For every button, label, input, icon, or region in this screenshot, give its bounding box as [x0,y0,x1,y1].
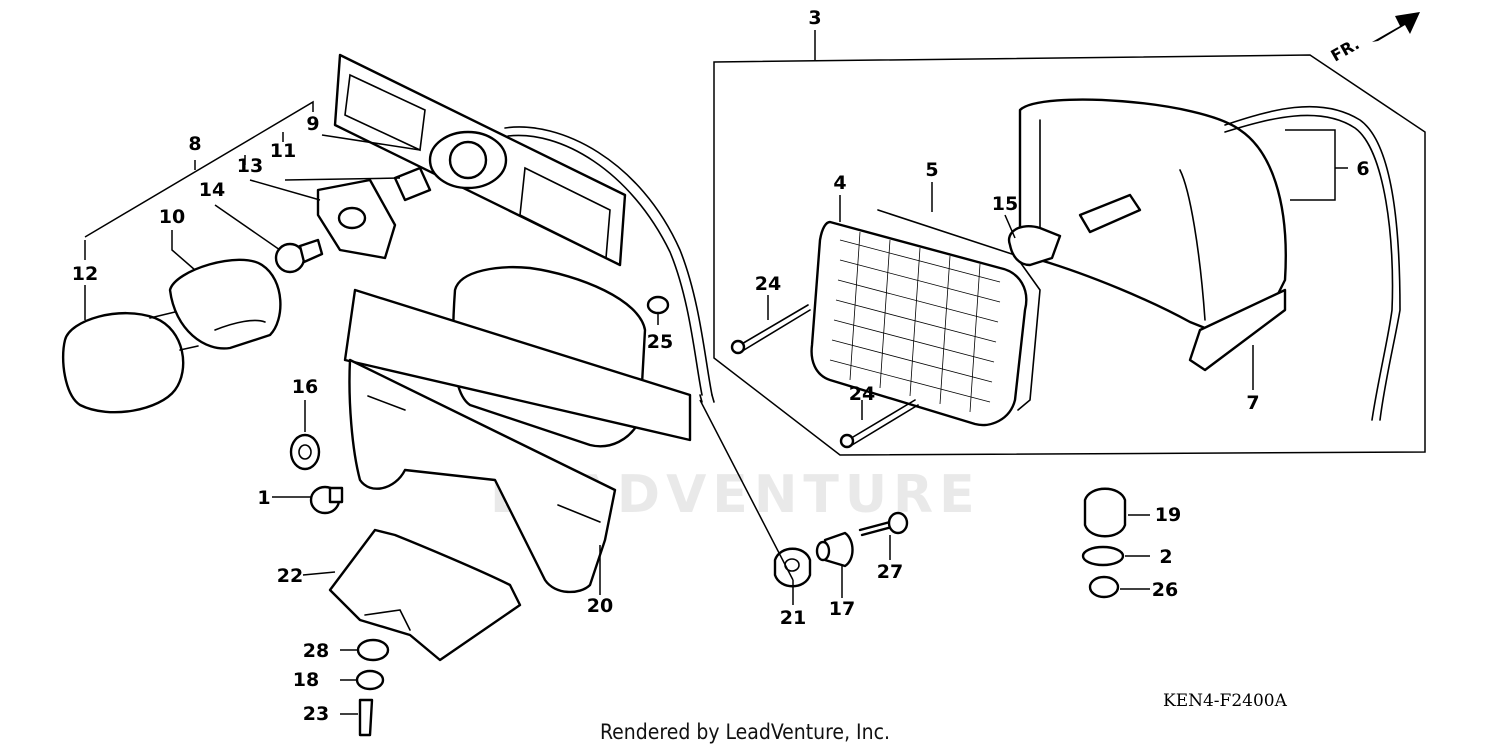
callout-14: 14 [199,179,225,201]
callout-5: 5 [925,159,938,181]
callout-1: 1 [257,487,270,509]
grommet-21 [773,547,812,588]
screw-24-lower [839,399,919,449]
front-arrow-icon [1372,12,1420,42]
callout-labels: 1 2 3 4 5 6 7 8 9 10 11 12 13 14 15 16 1… [72,7,1370,725]
screw-24-upper [730,304,811,355]
front-direction-arrow: FR. [1328,12,1420,65]
socket-gasket [316,178,397,260]
callout-24-upper: 24 [755,273,781,295]
direction-label: FR. [1328,34,1363,65]
callout-9: 9 [306,113,319,135]
grommet-19 [1083,487,1127,538]
callout-21: 21 [780,607,806,629]
callout-6: 6 [1356,158,1369,180]
callout-4: 4 [833,172,846,194]
bulb-socket-6 [1078,193,1142,234]
render-credit: Rendered by LeadVenture, Inc. [600,720,890,744]
bolt-1 [309,485,344,515]
diagram-code: KEN4-F2400A [1163,691,1288,711]
callout-22: 22 [277,565,303,587]
wire-harness-6 [1224,105,1401,421]
rear-reflector-bracket [333,53,715,403]
callout-8: 8 [188,133,201,155]
callout-3: 3 [808,7,821,29]
callout-10: 10 [159,206,185,228]
lower-cover [328,528,522,662]
callout-16: 16 [292,376,318,398]
tail-bulb [274,238,324,274]
callout-2: 2 [1159,546,1172,568]
callout-20: 20 [587,595,613,617]
nut-26 [1088,575,1120,599]
collar-17 [815,531,854,568]
lamp-lens-12 [61,311,199,414]
callout-18: 18 [293,669,319,691]
screw-27 [858,511,909,537]
tail-bulb-15 [1007,225,1062,267]
lamp-housing-10 [168,258,282,350]
callout-11: 11 [270,140,296,162]
bulb-socket [393,166,432,202]
callout-28: 28 [303,640,329,662]
lens-grid [829,231,1001,413]
screw-25 [646,295,670,315]
callout-15: 15 [992,193,1018,215]
tail-light-assembly-box [713,54,1426,456]
nut-28 [356,638,390,662]
grommet-16 [289,433,321,471]
callout-17: 17 [829,598,855,620]
collar-18 [355,669,385,691]
callout-26: 26 [1152,579,1178,601]
tail-light-lens [810,209,1041,427]
callout-23: 23 [303,703,329,725]
callout-19: 19 [1155,504,1181,526]
callout-27: 27 [877,561,903,583]
bolt-23 [358,698,374,737]
callout-24-lower: 24 [849,383,875,405]
callout-13: 13 [237,155,263,177]
callout-12: 12 [72,263,98,285]
license-plate-bracket [343,288,692,594]
washer-2 [1081,545,1125,567]
callout-7: 7 [1246,392,1259,414]
callout-25: 25 [647,331,673,353]
leader-lines [84,30,1348,715]
